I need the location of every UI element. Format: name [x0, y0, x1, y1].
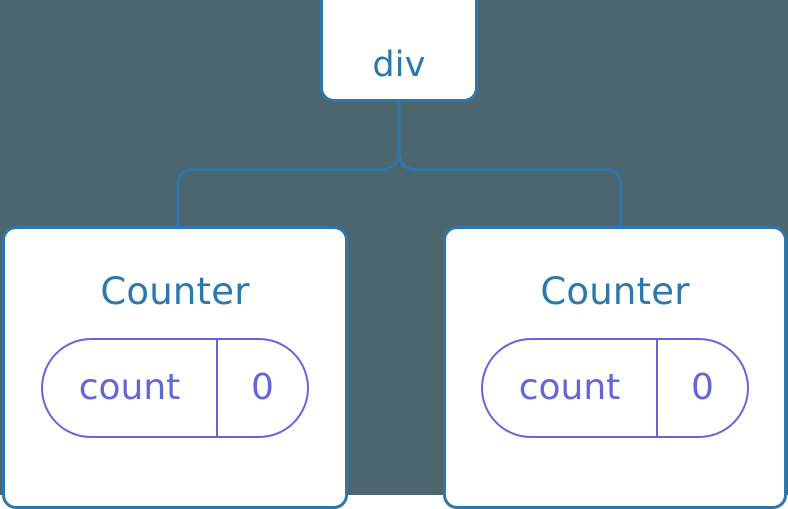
node-div[interactable]: div: [320, 0, 478, 102]
state-value-counter-1: 0: [656, 340, 747, 436]
state-key-counter-0: count: [78, 367, 181, 408]
node-counter-1-label: Counter: [540, 270, 690, 313]
node-div-label: div: [372, 45, 426, 85]
node-counter-1[interactable]: Counter count 0: [443, 226, 787, 509]
connector-branch-right: [397, 150, 623, 230]
node-counter-0[interactable]: Counter count 0: [2, 226, 348, 509]
state-key-counter-1: count: [518, 367, 621, 408]
state-pill-counter-0[interactable]: count 0: [41, 338, 309, 438]
node-counter-0-label: Counter: [100, 270, 250, 313]
state-pill-counter-1[interactable]: count 0: [481, 338, 749, 438]
state-value-counter-0: 0: [216, 340, 307, 436]
connector-branch-left: [176, 150, 401, 230]
